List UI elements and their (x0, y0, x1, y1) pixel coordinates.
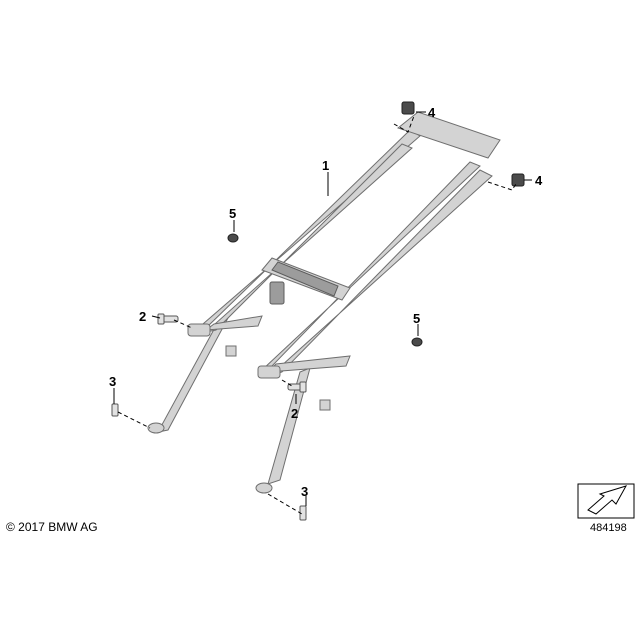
bolt-3-left (111, 403, 119, 417)
callout-4-right: 4 (535, 173, 543, 188)
copyright-notice: © 2017 BMW AG (6, 520, 98, 534)
orientation-arrow-icon (577, 483, 635, 519)
callout-5-right: 5 (413, 311, 420, 326)
bolt-2-right (287, 381, 307, 393)
callout-3-left: 3 (109, 374, 116, 389)
callout-5-left: 5 (229, 206, 236, 221)
nut-5-right (411, 337, 423, 347)
bolt-2-left (157, 313, 179, 325)
callout-3-right: 3 (301, 484, 308, 499)
callout-2-right: 2 (291, 406, 298, 421)
rubber-buffer-4-top (401, 101, 415, 115)
callout-2-left: 2 (139, 309, 146, 324)
callout-4-top: 4 (428, 105, 436, 120)
document-number: 484198 (590, 522, 627, 534)
rubber-buffer-4-right (511, 173, 525, 187)
callout-1: 1 (322, 158, 329, 173)
nut-5-left (227, 233, 239, 243)
rear-subframe (147, 111, 501, 494)
